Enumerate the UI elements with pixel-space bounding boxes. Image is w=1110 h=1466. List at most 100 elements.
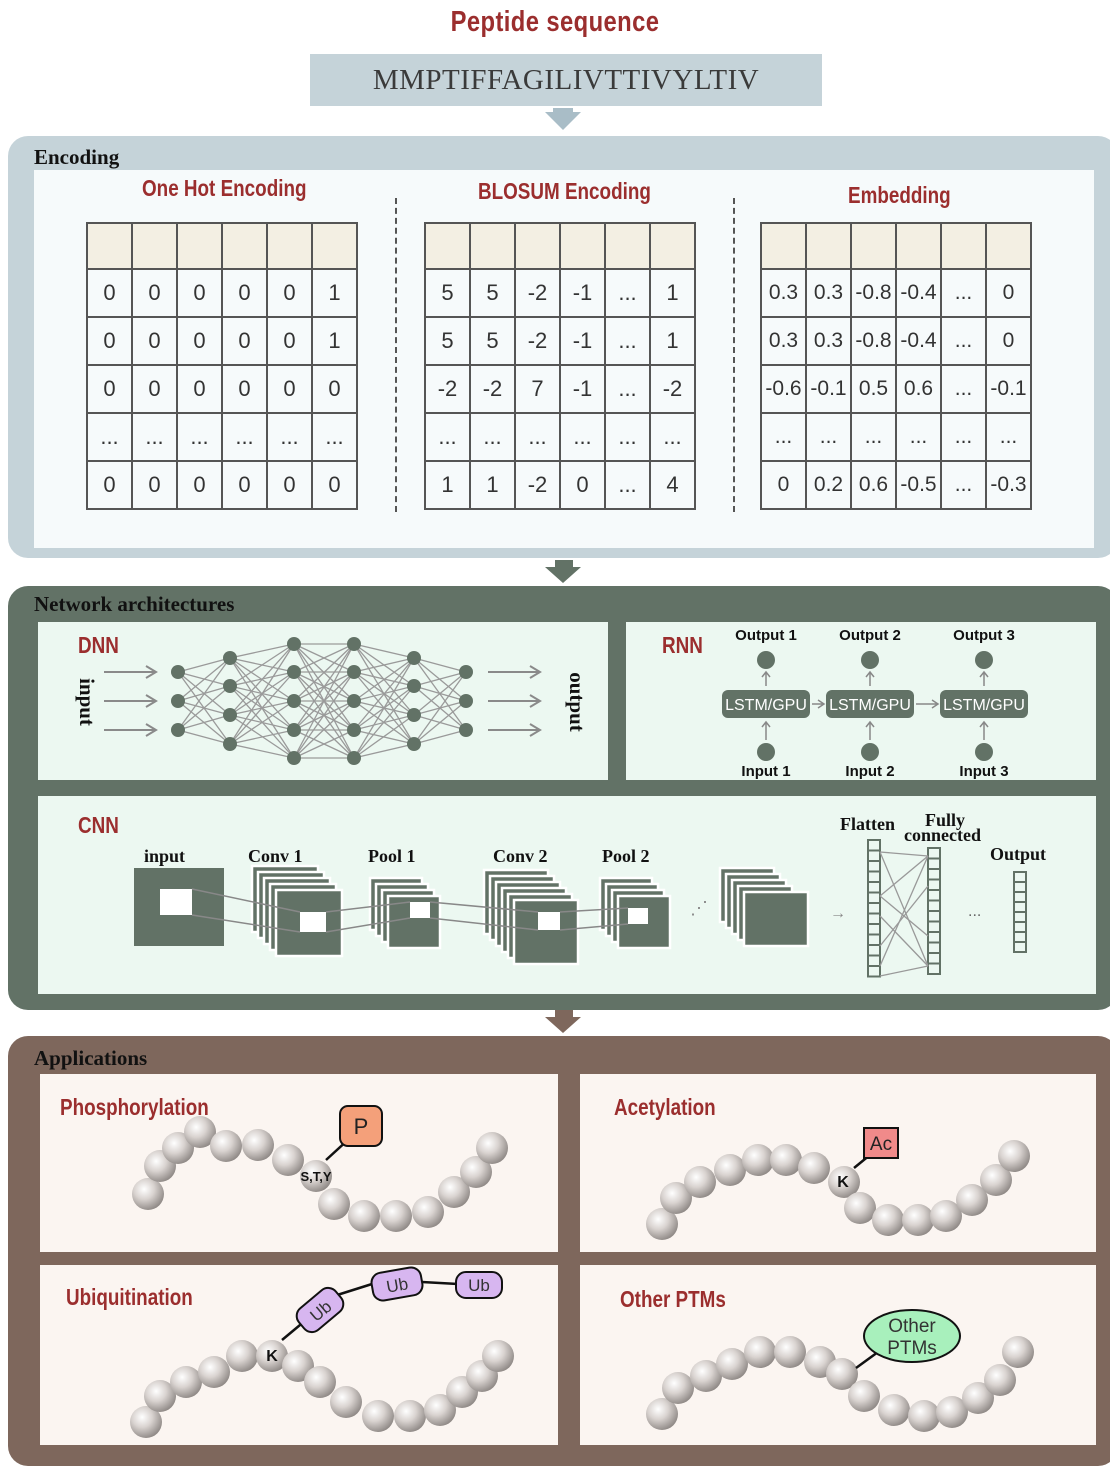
flatten-cell [867,870,881,883]
table-cell: ... [895,412,942,462]
fc-cell [927,910,941,923]
table-header-cell [850,222,897,270]
neuron-node [171,723,185,737]
arrow-down-icon [545,112,581,130]
output-cell [1013,931,1027,943]
table-cell: ... [176,412,223,462]
cnn-output-label: Output [990,844,1046,864]
cnn-conv2-label: Conv 2 [493,846,548,866]
table-cell: 0 [221,316,268,366]
table-cell: -0.6 [760,364,807,414]
table-cell: -0.1 [805,364,852,414]
table-cell: 0.3 [805,316,852,366]
table-header-cell [760,222,807,270]
rnn-output-label: Output 2 [839,627,901,644]
flatten-cell [867,881,881,894]
table-cell: -2 [424,364,471,414]
table-cell: -2 [514,268,561,318]
table-header-cell [311,222,358,270]
table-header-cell [86,222,133,270]
output-cell [1013,941,1027,953]
table-cell: ... [604,268,651,318]
table-cell: ... [760,412,807,462]
rnn-output-node [861,651,879,669]
table-cell: ... [940,412,987,462]
table-cell: -0.3 [985,460,1032,510]
divider-1 [395,198,397,512]
table-cell: 1 [311,316,358,366]
table-cell: ... [604,412,651,462]
rnn-input-label: Input 3 [959,763,1008,780]
neuron-node [223,737,237,751]
table-cell: 0 [86,460,133,510]
table-cell: 0 [311,460,358,510]
flatten-cell [867,923,881,936]
neuron-node [287,723,301,737]
table-cell: 0 [176,316,223,366]
fc-cell [927,857,941,870]
neuron-node [347,694,361,708]
table-cell: 0.6 [850,460,897,510]
table-cell: 1 [424,460,471,510]
table-cell: 5 [469,268,516,318]
acetylation-title: Acetylation [614,1094,716,1120]
neuron-node [347,637,361,651]
table-cell: ... [604,316,651,366]
dnn-title: DNN [78,632,119,658]
lstm-cell [940,690,1028,718]
neuron-node [287,751,301,765]
neuron-node [223,708,237,722]
cnn-conv2-stack [482,868,580,966]
table-cell: ... [649,412,696,462]
table-cell: -0.8 [850,316,897,366]
table-header-cell [604,222,651,270]
table-header-cell [266,222,313,270]
table-cell: ... [940,460,987,510]
applications-label: Applications [34,1046,148,1070]
neuron-node [459,723,473,737]
cnn-conv1-label: Conv 1 [248,846,303,866]
table-header-cell [221,222,268,270]
table-header-cell [985,222,1032,270]
lstm-cell-label: LSTM/GPU [829,697,911,714]
table-cell: -0.4 [895,316,942,366]
table-cell: 0 [131,316,178,366]
table-header-cell [424,222,471,270]
table-row: .................. [86,412,358,462]
neuron-node [287,694,301,708]
table-cell: ... [604,460,651,510]
table-cell: ... [940,268,987,318]
table-cell: 1 [311,268,358,318]
neuron-node [347,723,361,737]
fc-cell [927,920,941,933]
output-cell [1013,901,1027,913]
dnn-diagram: input output [75,637,589,765]
flatten-cell [867,933,881,946]
neuron-node [407,737,421,751]
table-cell: 0.3 [760,316,807,366]
output-cell [1013,881,1027,893]
table-cell: 1 [649,316,696,366]
table-cell: 0 [985,268,1032,318]
fc-cell [927,878,941,891]
rnn-output-node [757,651,775,669]
table-cell: -0.8 [850,268,897,318]
lstm-cell [826,690,914,718]
table-cell: 0 [221,460,268,510]
neuron-node [287,637,301,651]
flatten-cell [867,944,881,957]
divider-2 [733,198,735,512]
table-header-cell [131,222,178,270]
table-cell: ... [805,412,852,462]
table-cell: 5 [469,316,516,366]
neuron-node [407,651,421,665]
flatten-cell [867,891,881,904]
table-cell: 5 [424,268,471,318]
table-cell: 0 [559,460,606,510]
table-cell: 0 [86,316,133,366]
